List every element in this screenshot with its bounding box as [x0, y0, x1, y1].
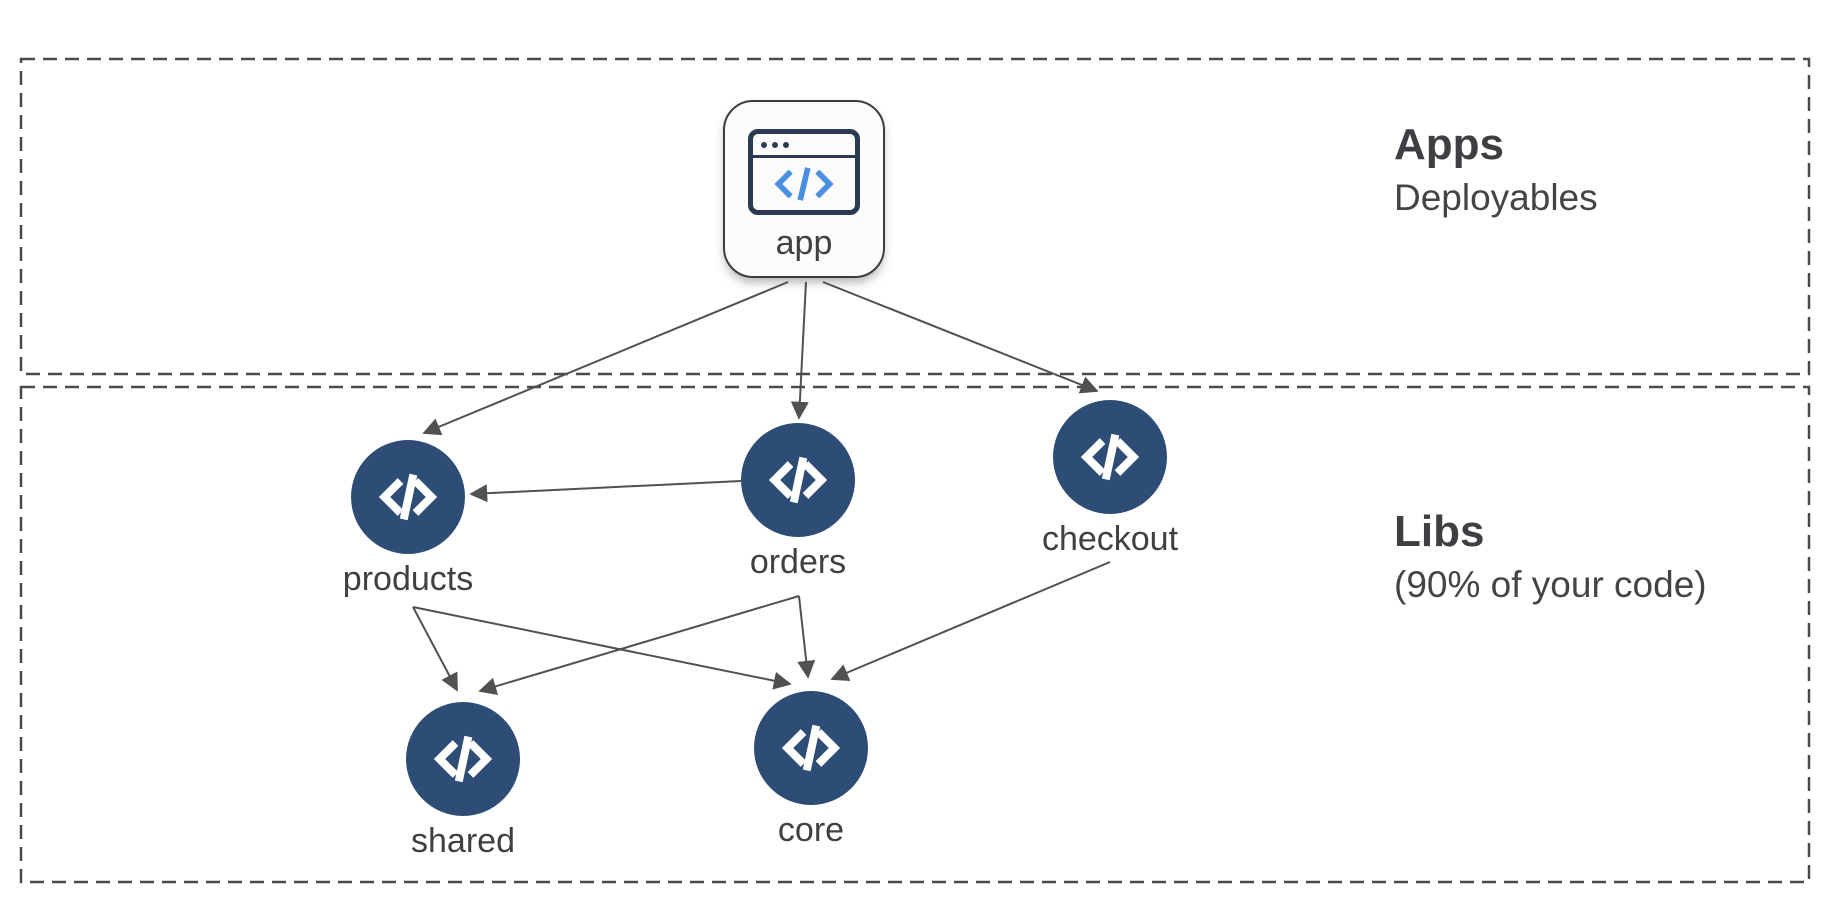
code-circle-icon [406, 702, 520, 816]
apps-section-label: Apps Deployables [1394, 116, 1598, 222]
libs-section-title: Libs [1394, 507, 1485, 556]
code-circle-icon [741, 423, 855, 537]
edge-orders-shared [478, 595, 800, 696]
code-circle-icon [1053, 400, 1167, 514]
node-app: app [723, 100, 885, 278]
code-circle-icon [351, 440, 465, 554]
node-core: core [661, 691, 961, 849]
browser-dot-icon [761, 141, 767, 148]
edge-products-shared [412, 606, 458, 692]
browser-dot-icon [783, 141, 789, 148]
node-checkout: checkout [960, 400, 1260, 558]
browser-window-icon [748, 129, 860, 215]
code-icon [774, 167, 834, 201]
code-circle-icon [754, 691, 868, 805]
apps-section-box [19, 57, 1811, 376]
node-products: products [258, 440, 558, 598]
edge-products-core [412, 606, 792, 690]
libs-section-box [19, 385, 1811, 884]
libs-section-subtitle: (90% of your code) [1394, 564, 1707, 605]
node-label-orders: orders [749, 543, 847, 581]
edge-app-checkout [822, 281, 1099, 394]
libs-section-label: Libs (90% of your code) [1394, 503, 1707, 609]
node-label-core: core [777, 811, 845, 849]
apps-section-subtitle: Deployables [1394, 177, 1598, 218]
node-label-checkout: checkout [1041, 520, 1179, 558]
node-label-app: app [775, 224, 833, 262]
edge-app-products [422, 281, 789, 436]
browser-dot-icon [772, 141, 778, 148]
node-orders: orders [648, 423, 948, 581]
node-shared: shared [313, 702, 613, 860]
browser-content [753, 158, 855, 210]
apps-section-title: Apps [1394, 120, 1504, 169]
node-label-products: products [342, 560, 474, 598]
edge-app-orders [790, 281, 809, 420]
browser-titlebar [753, 134, 855, 158]
edge-checkout-core [830, 561, 1111, 682]
edge-orders-core [797, 595, 816, 679]
node-label-shared: shared [411, 822, 515, 860]
edge-orders-products [469, 480, 742, 503]
